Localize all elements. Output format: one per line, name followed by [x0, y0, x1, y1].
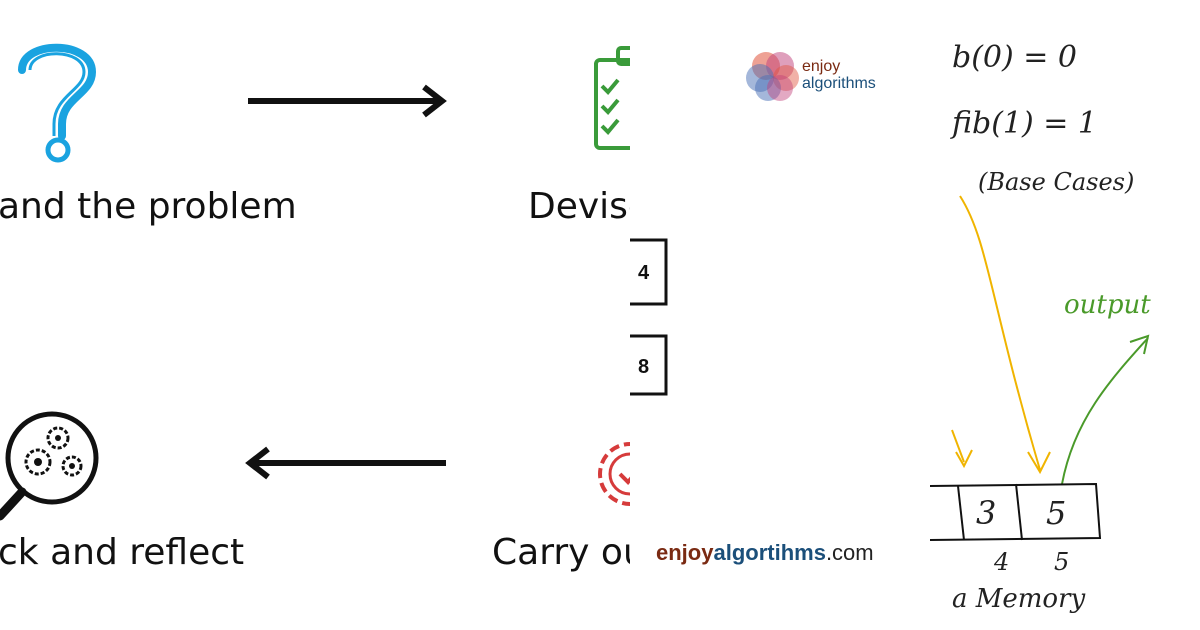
enjoyalgorithms-logo-icon [746, 52, 799, 101]
memory-cell-value-2: 5 [1046, 494, 1067, 532]
step-label-reflect: ck and reflect [0, 532, 245, 573]
arrow-right-icon [248, 84, 447, 118]
array-box-2 [630, 334, 668, 396]
problem-solving-panel: and the problem Devise ck and reflect Ca… [0, 43, 630, 573]
brand-logo-text: enjoy algorithms [802, 58, 876, 92]
arrow-left-icon [245, 446, 446, 480]
fibonacci-sketch-panel: b(0) = 0 fib(1) = 1 (Base Cases) output … [930, 0, 1200, 630]
step-label-understand: and the problem [0, 186, 297, 227]
memory-cell-value-1: 3 [976, 494, 997, 532]
gear-check-icon [598, 442, 630, 506]
base-case-fib1: fib(1) = 1 [952, 106, 1098, 141]
box-number-2: 8 [638, 356, 650, 378]
brand-word-algorithms: algorithms [802, 75, 876, 92]
box-number-1: 4 [638, 262, 650, 284]
brand-url: enjoyalgortihms.com [656, 540, 874, 566]
base-cases-label: (Base Cases) [978, 168, 1135, 196]
memory-label: a Memory [952, 584, 1086, 614]
brand-url-part-algorithms: algortihms [713, 540, 826, 565]
base-case-fib0: b(0) = 0 [952, 40, 1077, 75]
brand-url-part-enjoy: enjoy [656, 540, 714, 565]
brand-url-part-com: .com [825, 540, 874, 565]
step-label-devise: Devise [528, 186, 630, 227]
magnifier-gears-icon [0, 411, 99, 521]
memory-index-1: 4 [994, 548, 1010, 576]
question-mark-icon [18, 43, 97, 163]
step-label-carry-out: Carry ou [492, 532, 630, 573]
memory-index-2: 5 [1054, 548, 1070, 576]
sketch-arrows [930, 195, 1150, 541]
brand-word-enjoy: enjoy [802, 58, 841, 75]
brand-panel: 4 8 enjoy algorithms enjoyalgortihms.com [630, 0, 930, 630]
checklist-icon [594, 46, 630, 150]
array-box-1 [630, 238, 668, 306]
output-label: output [1064, 290, 1151, 320]
